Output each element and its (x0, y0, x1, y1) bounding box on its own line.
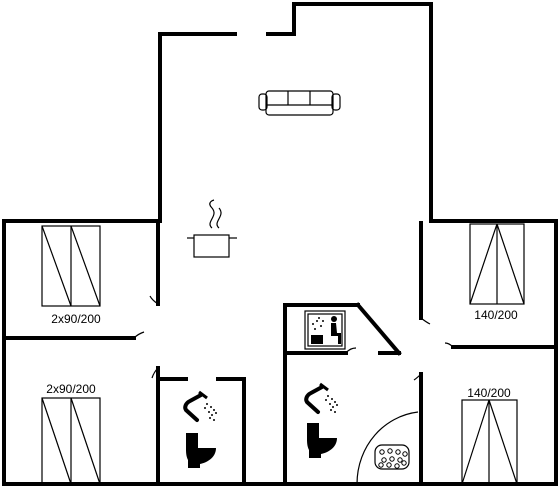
bed-label-top-right: 140/200 (474, 308, 518, 322)
bed-bottom-right (461, 399, 518, 485)
bed-bottom-left (41, 397, 101, 485)
sauna-icon (304, 310, 346, 350)
bed-top-left (41, 225, 101, 307)
door-marks (133, 295, 454, 381)
bed-label-bottom-left: 2x90/200 (46, 382, 96, 396)
cooking-pot-icon (187, 199, 237, 258)
toilet-icon (186, 433, 216, 468)
shower-icon (304, 382, 338, 414)
shower-icon (183, 390, 217, 422)
whirlpool-icon (356, 411, 419, 485)
bed-top-right (469, 223, 525, 305)
bed-label-bottom-right: 140/200 (467, 386, 511, 400)
bed-label-top-left: 2x90/200 (51, 312, 101, 326)
interior-walls (2, 221, 558, 486)
sofa-icon (258, 90, 341, 116)
toilet-icon (307, 423, 337, 458)
